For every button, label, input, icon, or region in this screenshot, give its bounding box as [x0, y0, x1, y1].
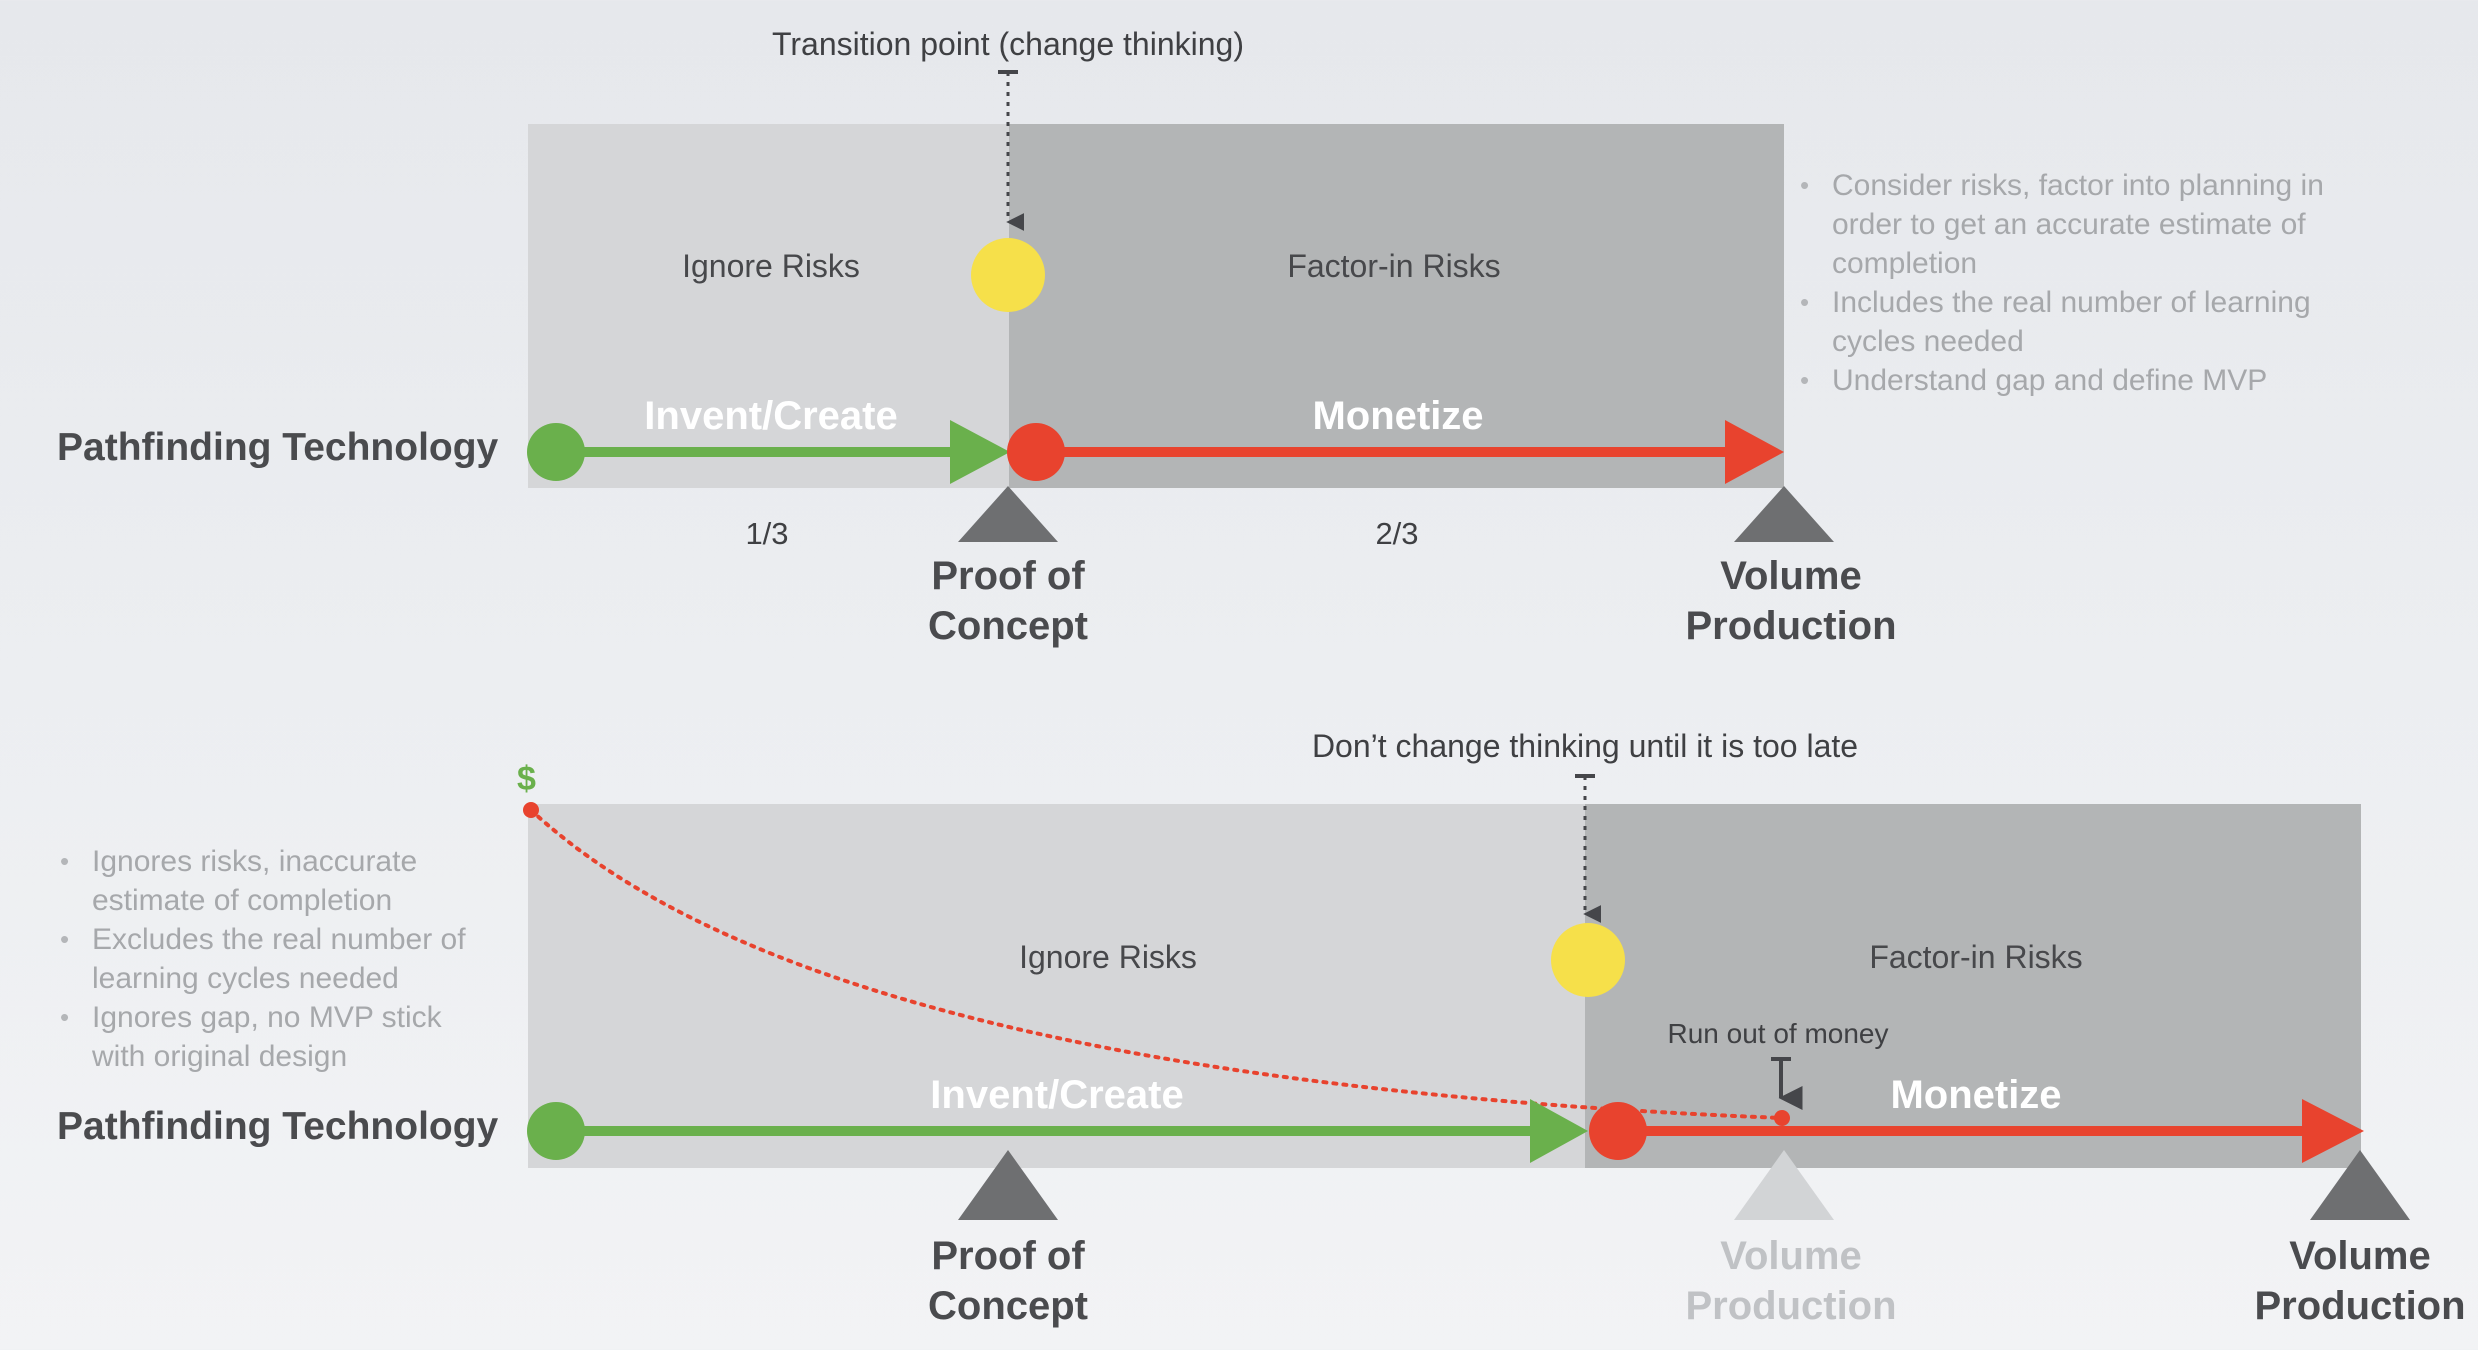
- top-transition-label: Transition point (change thinking): [772, 26, 1244, 62]
- money-start-dot: [523, 802, 539, 818]
- top-milestone-poc-label: Proof of Concept: [928, 554, 1088, 648]
- bottom-poc-triangle-icon: [958, 1150, 1058, 1220]
- dollar-icon: $: [517, 760, 536, 798]
- bottom-monetize-start-dot: [1589, 1102, 1647, 1160]
- top-invent-arrowhead: [950, 420, 1010, 484]
- bottom-monetize-label: Monetize: [1890, 1073, 2062, 1117]
- top-invent-start-dot: [527, 423, 585, 481]
- top-zone-ignore: [528, 124, 1009, 488]
- bottom-invent-arrowhead: [1530, 1099, 1588, 1163]
- bottom-ignore-risks-label: Ignore Risks: [1019, 939, 1197, 975]
- money-burn-curve: [529, 808, 1784, 1120]
- bottom-factor-risks-label: Factor-in Risks: [1869, 939, 2083, 975]
- bottom-bullet-item: Ignores risks, inaccurate estimate of co…: [56, 842, 496, 920]
- top-monetize-label: Monetize: [1312, 394, 1484, 438]
- top-invent-label: Invent/Create: [644, 394, 898, 438]
- bottom-invent-start-dot: [527, 1102, 585, 1160]
- bottom-volume-actual-triangle-icon: [2310, 1150, 2410, 1220]
- bottom-milestone-volume-planned-label: Volume Production: [1685, 1234, 1897, 1328]
- top-bullet-item: Consider risks, factor into planning in …: [1796, 166, 2356, 283]
- top-row-title: Pathfinding Technology: [57, 426, 499, 469]
- top-volume-triangle-icon: [1734, 486, 1834, 542]
- bottom-zone-factor: [1585, 804, 2361, 1168]
- top-monetize-start-dot: [1007, 423, 1065, 481]
- bottom-invent-label: Invent/Create: [930, 1073, 1184, 1117]
- bottom-milestone-volume-actual-label: Volume Production: [2254, 1234, 2466, 1328]
- bottom-bullet-item: Ignores gap, no MVP stick with original …: [56, 998, 496, 1076]
- top-factor-risks-label: Factor-in Risks: [1287, 248, 1501, 284]
- bottom-bullet-item: Excludes the real number of learning cyc…: [56, 920, 496, 998]
- bottom-volume-planned-triangle-icon: [1734, 1150, 1834, 1220]
- bottom-zone-ignore: [528, 804, 1585, 1168]
- bottom-transition-label: Don’t change thinking until it is too la…: [1311, 728, 1859, 764]
- bottom-row-title: Pathfinding Technology: [57, 1105, 499, 1148]
- bottom-bullet-list: Ignores risks, inaccurate estimate of co…: [56, 842, 496, 1076]
- top-bullet-item: Understand gap and define MVP: [1796, 361, 2356, 400]
- top-ignore-risks-label: Ignore Risks: [682, 248, 860, 284]
- top-zone-factor: [1009, 124, 1784, 488]
- run-out-of-money-label: Run out of money: [1667, 1018, 1889, 1049]
- bottom-milestone-poc-label: Proof of Concept: [928, 1234, 1088, 1328]
- bottom-monetize-arrowhead: [2302, 1099, 2364, 1163]
- top-bullet-list: Consider risks, factor into planning in …: [1796, 166, 2356, 400]
- top-fraction-second: 2/3: [1375, 516, 1419, 551]
- top-milestone-volume-label: Volume Production: [1685, 554, 1897, 648]
- top-monetize-arrowhead: [1725, 420, 1784, 484]
- top-poc-triangle-icon: [958, 486, 1058, 542]
- top-fraction-first: 1/3: [745, 516, 789, 551]
- top-transition-dot: [971, 238, 1045, 312]
- top-bullet-item: Includes the real number of learning cyc…: [1796, 283, 2356, 361]
- bottom-transition-dot: [1551, 923, 1625, 997]
- money-end-dot: [1774, 1110, 1790, 1126]
